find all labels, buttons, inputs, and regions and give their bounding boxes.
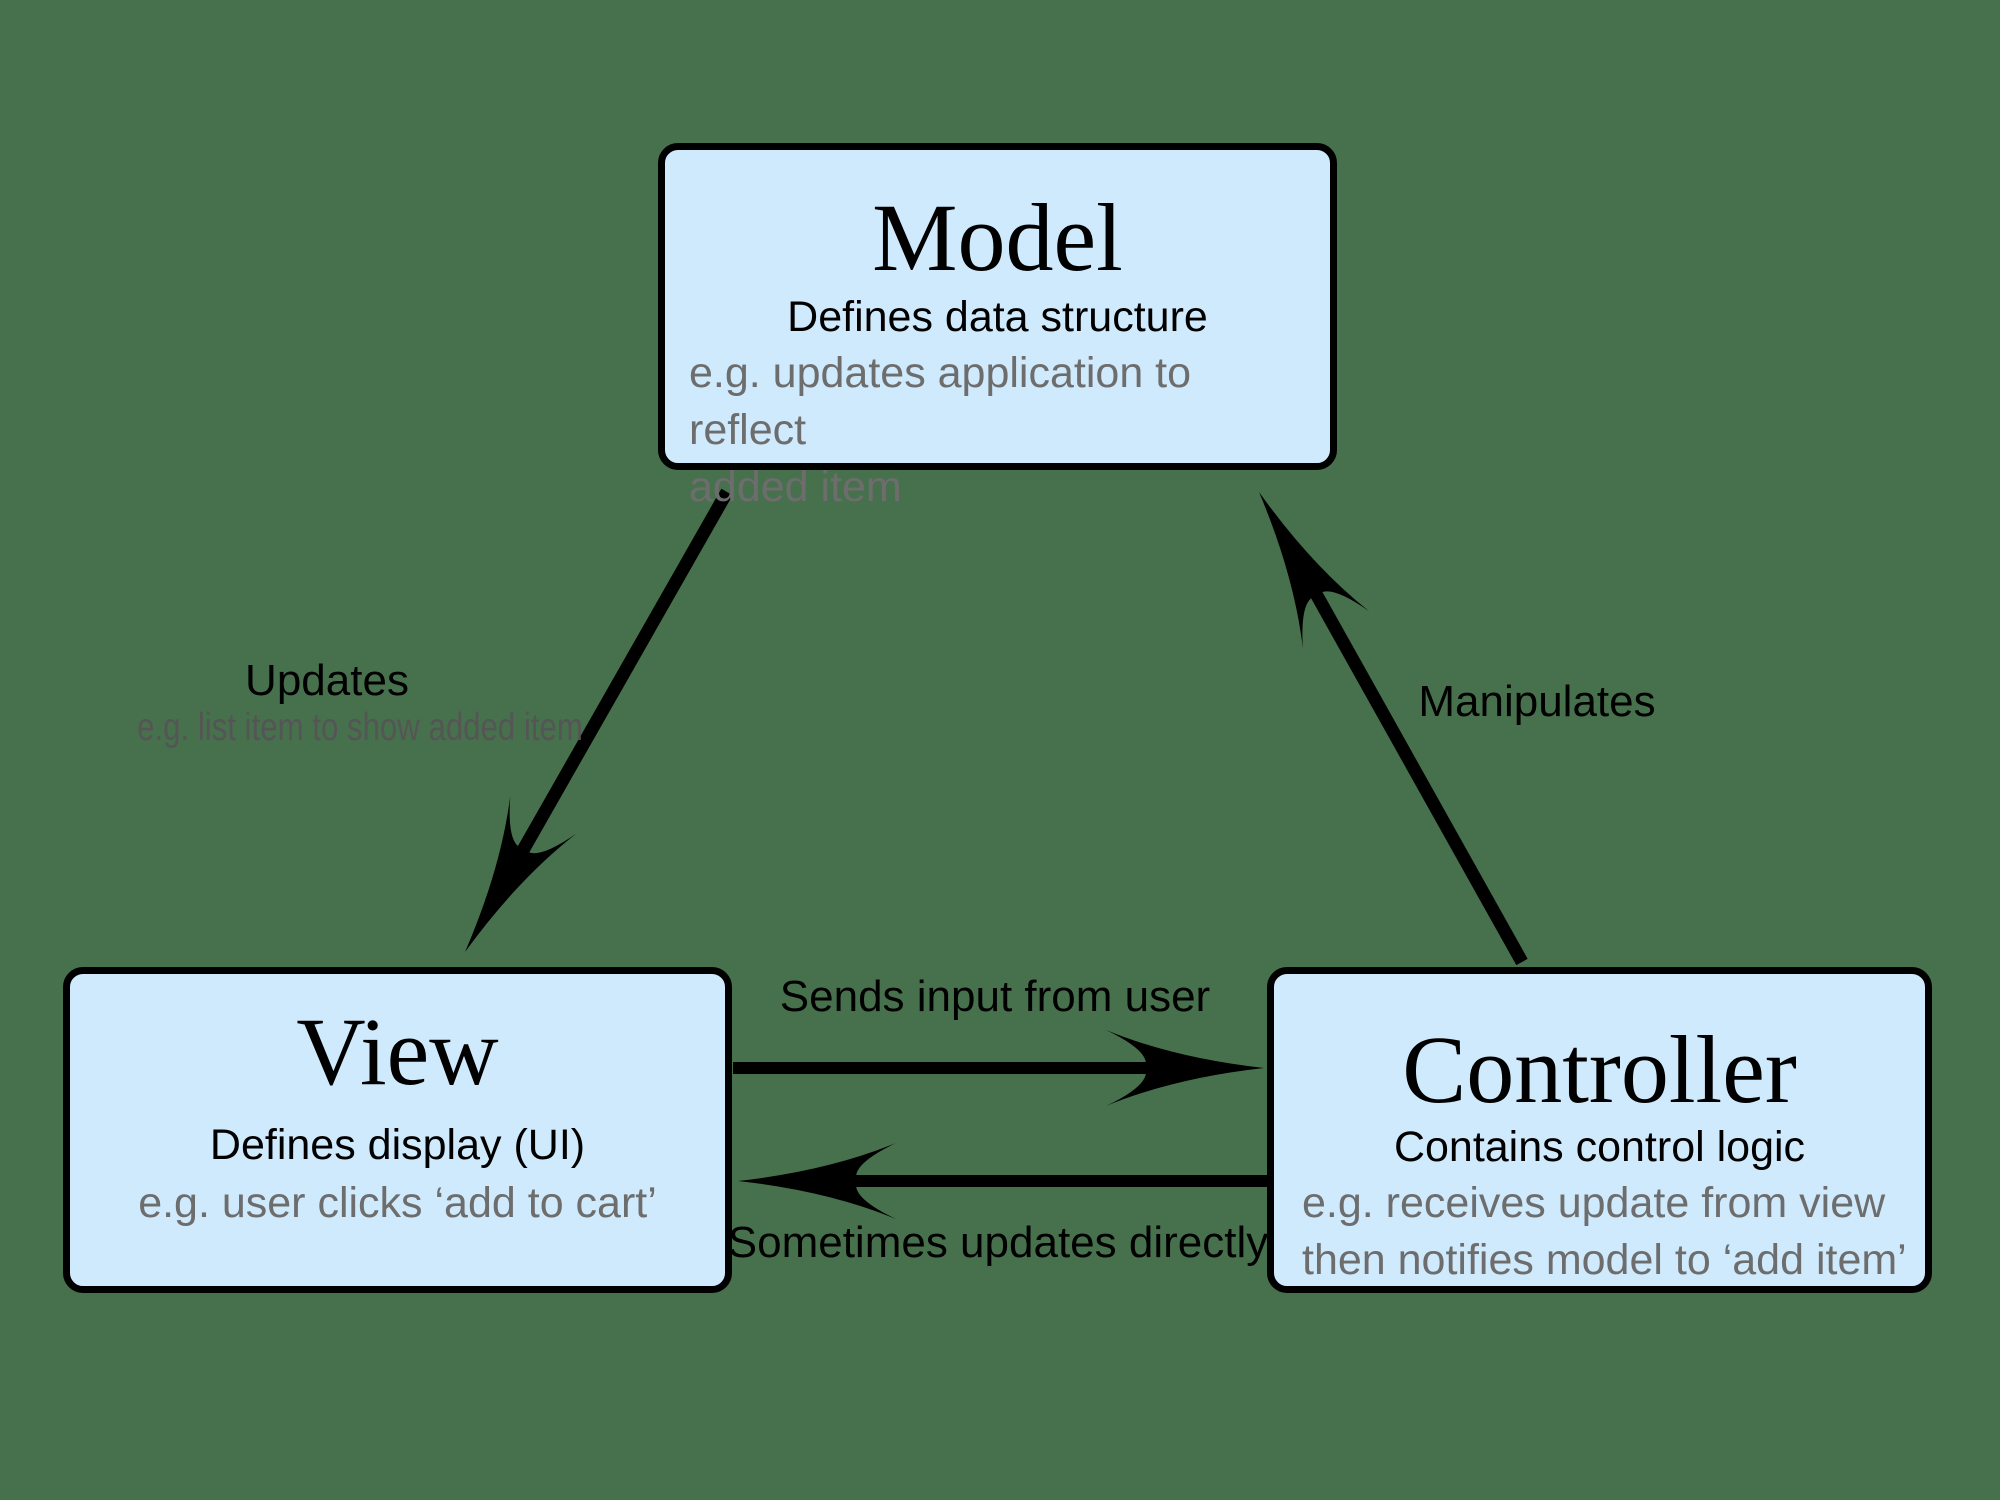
updates-arrow-sublabel: e.g. list item to show added item xyxy=(137,706,583,749)
manipulates-arrow-label: Manipulates xyxy=(1418,677,1656,726)
sometimes-updates-arrow xyxy=(738,1143,1267,1219)
sends-input-arrow xyxy=(733,1030,1264,1106)
manipulates-arrow xyxy=(1225,473,1528,966)
sends-input-arrow-label: Sends input from user xyxy=(779,972,1211,1021)
updates-arrow xyxy=(431,488,733,971)
model-subtitle: Defines data structure xyxy=(787,293,1208,341)
model-box: Model Defines data structure e.g. update… xyxy=(658,143,1337,511)
controller-subtitle: Contains control logic xyxy=(1393,1123,1806,1171)
model-example: e.g. updates application to reflect adde… xyxy=(689,349,1192,511)
controller-box: Controller Contains control logic e.g. r… xyxy=(1267,967,1932,1293)
sometimes-updates-arrow-label: Sometimes updates directly xyxy=(727,1218,1269,1267)
controller-title: Controller xyxy=(1402,1016,1797,1123)
view-subtitle: Defines display (UI) xyxy=(209,1121,586,1169)
updates-arrow-label: Updates xyxy=(245,656,409,705)
view-example: e.g. user clicks ‘add to cart’ xyxy=(138,1179,657,1228)
view-box: View Defines display (UI) e.g. user clic… xyxy=(63,967,732,1293)
controller-example: e.g. receives update from view then noti… xyxy=(1302,1179,1907,1285)
model-title: Model xyxy=(872,184,1123,291)
view-title: View xyxy=(296,998,499,1105)
